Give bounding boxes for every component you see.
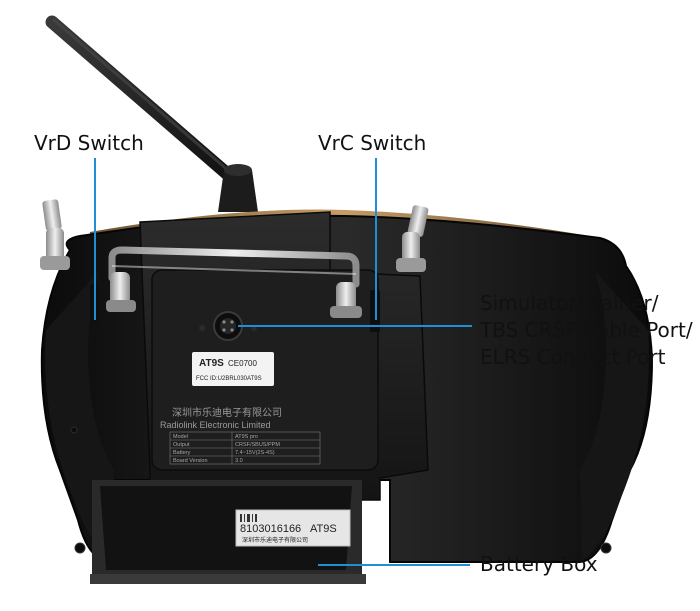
spec-table-value: 3.0 (235, 458, 243, 464)
barcode-model-text: AT9S (310, 523, 337, 535)
spec-table-key: Board Version (173, 458, 208, 464)
port-label-line: ELRS Connect Port (480, 345, 666, 369)
spec-plate: 深圳市乐迪电子有限公司 Radiolink Electronic Limited… (160, 406, 321, 465)
ce-mark-text: CE0700 (228, 359, 257, 368)
carry-handle (108, 246, 360, 288)
port-label-line: Simulator/Trainer/ (480, 291, 659, 315)
vrc-switch-label: VrC Switch (318, 131, 427, 155)
right-grip (580, 270, 649, 560)
antenna (45, 15, 258, 212)
spec-table-key: Output (173, 442, 190, 448)
barcode-stripes (240, 514, 257, 522)
battery-box-label: Battery Box (480, 552, 598, 576)
spec-table-key: Model (173, 434, 188, 440)
callout-leader-lines (94, 158, 472, 566)
spec-table-key: Battery (173, 450, 191, 456)
spec-table-value: AT9S pro (235, 434, 258, 440)
screw (600, 542, 612, 554)
spec-table-value: CRSF/SBUS/PPM (235, 442, 280, 448)
screw (74, 542, 86, 554)
barcode-number-text: 8103016166 (240, 523, 301, 535)
model-badge-text: AT9S (199, 358, 224, 369)
barcode-company-text: 深圳市乐迪电子有限公司 (242, 536, 308, 544)
battery-box: 8103016166 AT9S 深圳市乐迪电子有限公司 (90, 480, 366, 584)
model-sticker: AT9S CE0700 FCC ID:U2BRL030AT9S (192, 352, 274, 386)
port-label-line: TBS CRSF Cable Port/ (480, 318, 693, 342)
port-label: Simulator/Trainer/ TBS CRSF Cable Port/ … (480, 290, 693, 371)
trainer-port (199, 311, 257, 341)
company-cn-text: 深圳市乐迪电子有限公司 (172, 406, 282, 419)
spec-table-value: 7.4~15V(2S-4S) (235, 450, 275, 456)
screw (70, 426, 78, 434)
right-switch-assembly (330, 205, 429, 332)
vrd-switch-label: VrD Switch (34, 131, 144, 155)
fcc-id-text: FCC ID:U2BRL030AT9S (196, 376, 262, 382)
company-en-text: Radiolink Electronic Limited (160, 420, 271, 430)
left-switch-assembly (40, 199, 136, 322)
